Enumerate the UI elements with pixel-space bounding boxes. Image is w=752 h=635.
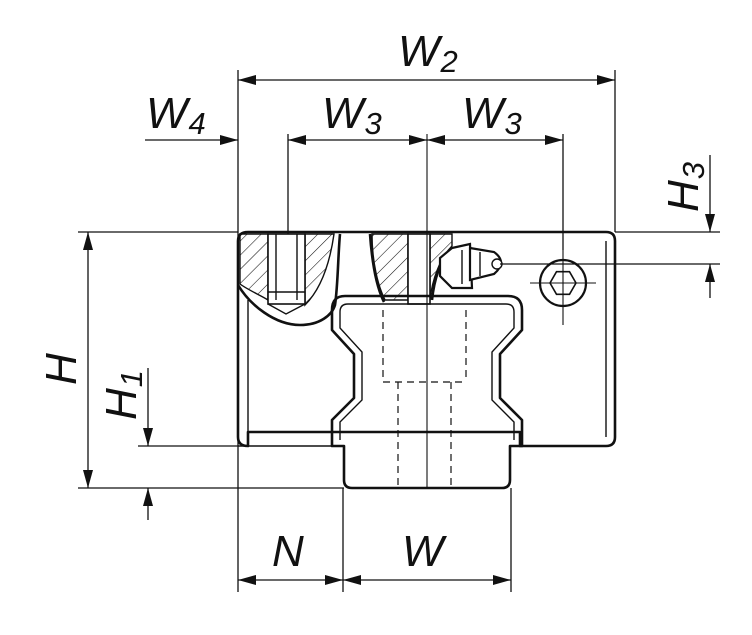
dim-w4-label: W4: [146, 89, 206, 141]
dim-w4: W4: [145, 89, 238, 145]
rail-outline-inner: [339, 303, 515, 440]
tapped-hole: [267, 233, 306, 315]
dim-w: W: [343, 527, 511, 585]
dim-h1: H1: [97, 368, 153, 520]
dim-w3-right: W3: [427, 89, 563, 145]
dim-w2: W2: [238, 27, 615, 85]
dim-w-label: W: [402, 527, 447, 576]
dim-n-label: N: [272, 527, 304, 576]
dim-n: N: [238, 527, 343, 585]
dim-w3-right-label: W3: [462, 89, 522, 141]
dim-w3-left: W3: [288, 89, 427, 145]
rail-outline-outer: [330, 294, 524, 490]
hex-socket-screw: [530, 250, 596, 325]
dim-w3-left-label: W3: [322, 89, 382, 141]
dim-h1-label: H1: [97, 370, 149, 420]
dim-h3-label: H3: [659, 162, 711, 212]
rail: [330, 294, 524, 490]
cavity-curve-mid: [368, 233, 386, 303]
cavity-curve-left: [236, 233, 342, 327]
dim-h: H: [37, 232, 93, 488]
dim-w2-label: W2: [398, 27, 458, 79]
grease-nipple: [438, 242, 503, 290]
dim-h-label: H: [37, 353, 86, 385]
dim-h3: H3: [659, 155, 715, 298]
extension-lines: [78, 70, 720, 592]
section-hatching: [236, 233, 453, 327]
